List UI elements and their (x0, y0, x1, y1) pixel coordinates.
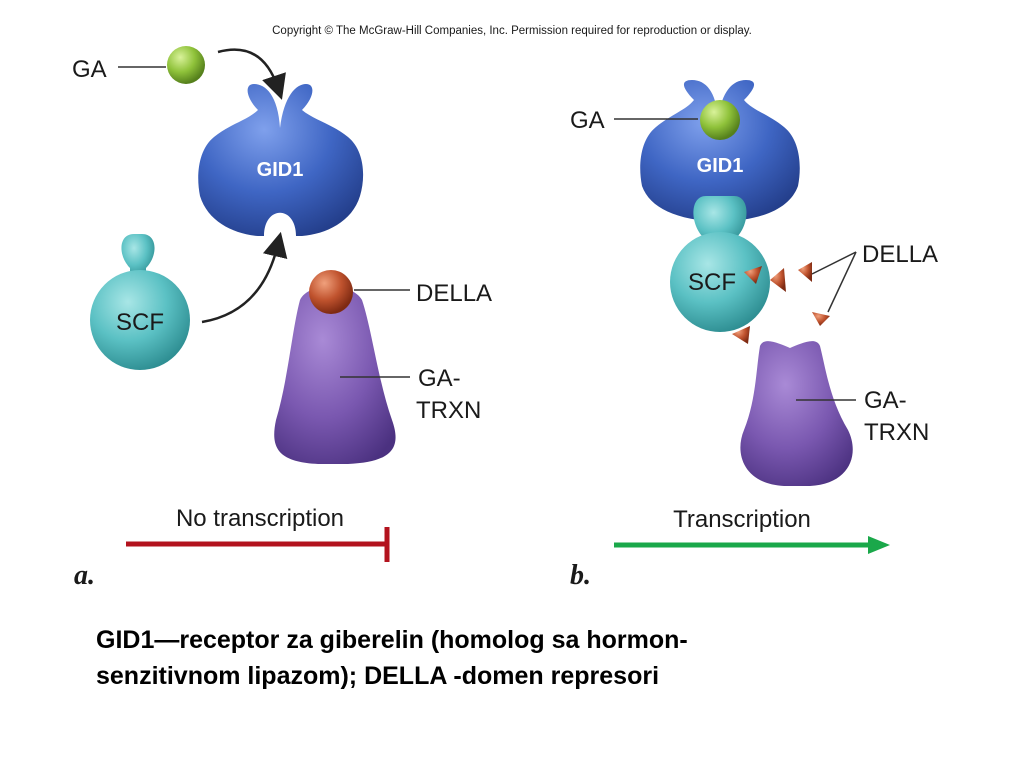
panel-a-letter: a. (74, 560, 95, 591)
panel-b-letter: b. (570, 560, 591, 591)
panel-b-della-fragment-2 (770, 268, 786, 292)
panel-a-della-domain (309, 270, 353, 314)
panel-b-della-fragment-4 (812, 312, 830, 326)
panel-a-scf-stem (121, 234, 155, 278)
panel-b-della-fragment-3 (798, 262, 812, 282)
panel-b-scf-complex (670, 232, 770, 332)
panel-b-della-label: DELLA (862, 241, 938, 268)
panel-a-della-label: DELLA (416, 280, 492, 307)
panel-b-della-leader-line-1 (811, 251, 857, 275)
panel-b-ga-molecule (700, 100, 740, 140)
panel-b-scf-label: SCF (688, 269, 736, 296)
panel-a-ga-trxn (274, 286, 396, 464)
panel-b-ga-label: GA (570, 107, 605, 134)
panel-a-status-label: No transcription (176, 505, 344, 532)
panel-b-gatrxn-label-1: GA- (864, 387, 907, 414)
slide-caption: GID1—receptor za giberelin (homolog sa h… (96, 622, 976, 694)
panel-a-scf-label: SCF (116, 309, 164, 336)
panel-a-scf-complex (90, 270, 190, 370)
panel-b-della-fragment-5 (732, 326, 750, 344)
panel-a-gatrxn-label-2: TRXN (416, 397, 481, 424)
panel-a-ga-binding-arrow (217, 48, 286, 100)
panel-b: GA GID1 SCF DELLA GA- TRXN Transcription… (570, 80, 938, 591)
panel-b-gatrxn-label-2: TRXN (864, 419, 929, 446)
caption-line-2: senzitivnom lipazom); DELLA -domen repre… (96, 662, 660, 690)
panel-a-gatrxn-label-1: GA- (418, 365, 461, 392)
panel-a: GA GID1 SCF DELLA GA- TRXN No transcript… (72, 46, 492, 591)
panel-b-gid1-receptor (640, 80, 800, 222)
panel-b-della-fragment-1 (744, 266, 762, 284)
panel-a-ga-label: GA (72, 56, 107, 83)
panel-b-della-leader-line-2 (827, 251, 857, 313)
panel-b-activation-arrowhead (868, 536, 890, 554)
panel-b-status-label: Transcription (673, 506, 811, 533)
panel-b-ga-trxn (740, 341, 853, 486)
panel-a-scf-binding-arrow (201, 231, 288, 324)
panel-a-gid1-receptor (198, 84, 364, 236)
panel-a-gid1-label: GID1 (257, 159, 304, 181)
caption-line-1: GID1—receptor za giberelin (homolog sa h… (96, 626, 688, 654)
panel-a-ga-molecule (167, 46, 205, 84)
copyright-notice: Copyright © The McGraw-Hill Companies, I… (272, 25, 752, 37)
panel-b-gid1-label: GID1 (697, 155, 744, 177)
